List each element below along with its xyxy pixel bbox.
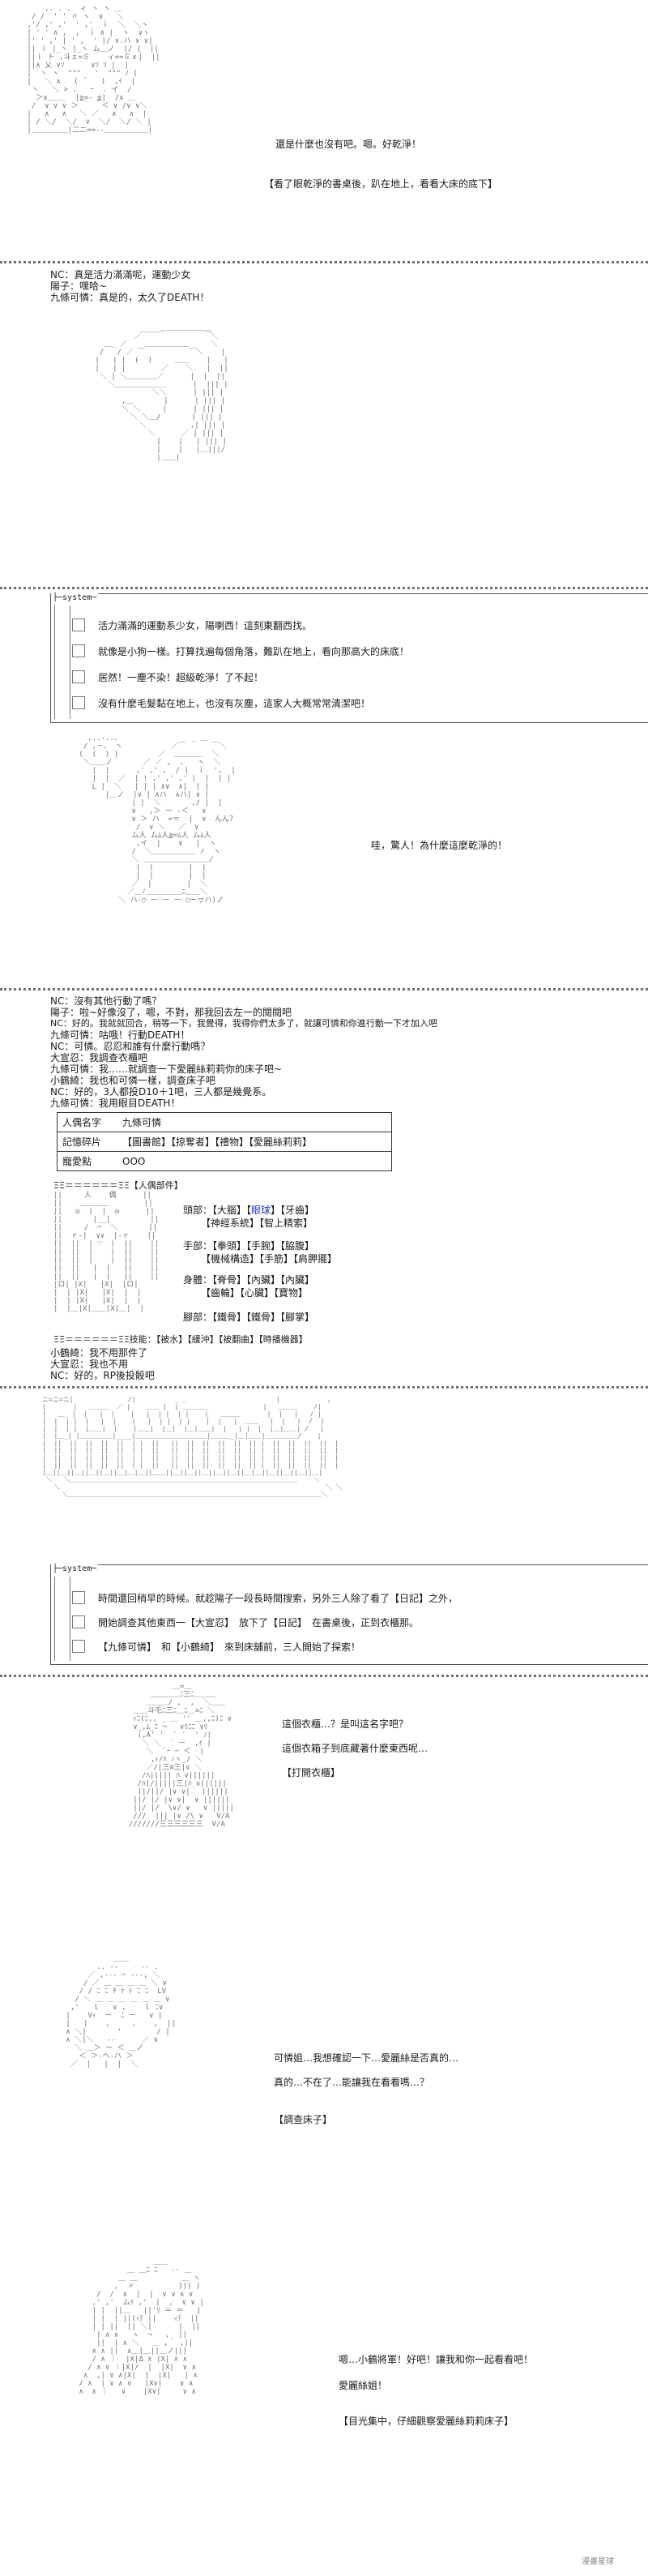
panel5-speech-0: 嗯…小鶴將軍！好吧！讓我和你一起看看吧！ <box>339 2354 534 2365</box>
profile-table: 人偶名字 九條可憐 記憶碎片 【圖書館】【掠奪者】【禮物】【愛麗絲莉莉】 寵愛點… <box>57 1112 392 1171</box>
log3-line-1: 大宣忍：我也不用 <box>50 1359 129 1370</box>
parts-head-blue: 眼球 <box>251 1205 271 1216</box>
watermark: 漫畫星球 <box>582 2557 614 2566</box>
system2-line-1: 開始調查其他東西一【大宣忍】 放下了【日記】 在書桌後，正到衣櫃那。 <box>98 1617 420 1628</box>
system-tab: ├─system─ <box>51 1564 99 1574</box>
system2-line-0: 時間還回稍早的時候。就趁陽子一段長時間搜索，另外三人除了看了【日記】之外， <box>98 1593 458 1604</box>
system1-line-1: 就像是小狗一樣。打算找遍每個角落，難趴在地上，看向那高大的床底！ <box>98 646 410 657</box>
panel5-speech-1: 愛麗絲姐！ <box>339 2380 388 2391</box>
parts-footer: ΞΞ＝＝＝＝＝＝ΞΞ技能：【被水】【緩沖】【被翻曲】【時播機器】 <box>53 1334 308 1345</box>
log1-line-1: 陽子：嘿哈~ <box>50 280 108 292</box>
parts-head2: 【神經系統】【智上精索】 <box>201 1217 313 1229</box>
panel2-speech: 哇，驚人！為什麼這麼乾淨的！ <box>371 840 508 851</box>
log2-line-1: 陽子：啦~好像沒了，嗯，不對，那我回去左一的閱閱吧 <box>50 1007 292 1018</box>
panel3-speech-0: 這個衣櫃…？是叫這名字吧？ <box>282 1718 409 1730</box>
system-box-2: ├─system─ 時間還回稍早的時候。就趁陽子一段長時間搜索，另外三人除了看了… <box>50 1564 648 1665</box>
parts-arms: 手部：【拳頭】【手腕】【脇腹】 <box>183 1240 315 1252</box>
panel1-speech: 還是什麼也沒有吧。嗯。好乾淨！ <box>275 139 422 150</box>
ascii-art-room: ニ=ニ=ニ| /| _ _ | , | | ＿＿＿ ／ | ＿＿ | | ＿＿＿… <box>42 1396 343 1498</box>
panel1-action: 【看了眼乾淨的書桌後，趴在地上，看看大床的底下】 <box>264 178 498 190</box>
log1-line-0: NC：真是活力滿滿呢，運動少女 <box>50 269 191 280</box>
panel3-speech-1: 這個衣箱子到底藏著什麼東西呢… <box>282 1743 428 1754</box>
system-rail <box>54 605 70 719</box>
log2-line-4: NC：可憐。忍忍和誰有什麼行動嗎？ <box>50 1041 211 1052</box>
ascii-art-bed: ＿＿＿＿＿＿＿ ／￣￣￣ ￣＼ ＿_ ／ ＿＿＿＿＿＿ ＼ / / ／ ￣ ￣＼… <box>95 324 228 462</box>
profile-row: 寵愛點 OOO <box>57 1151 392 1171</box>
parts-torso2: 【齒輪】【心臟】【寶物】 <box>201 1287 309 1299</box>
profile-row: 記憶碎片 【圖書館】【掠奪者】【禮物】【愛麗絲莉莉】 <box>57 1132 392 1152</box>
log3-line-2: NC：好的，RP後投骰吧 <box>50 1370 155 1381</box>
log2-line-2: NC：好的。我就就回合，稍等一下，我覺得，我得你們太多了，就讓可憐和你進行動一下… <box>50 1018 437 1029</box>
ascii-art-girl-5: ＿＿ ＿ ＿ﾆ ﾆ ‐- ＿ ＿ ＿ ＿ ヽ , 〃 ))) ) / / ∧ |… <box>79 2258 204 2396</box>
ascii-art-girl-2: ,..-..、 _ ＿ / ,－、 ヽ ／￣ ￣＼ ( ( ) ) ／ ＿＿＿＿… <box>79 734 237 905</box>
ascii-art-girl-4: ＿＿ .. -‐ ‐- . ／ ,--‐ ─ ‐--, ＼ / ／ ＿ ＿ ＿ … <box>66 1955 176 2069</box>
system2-line-2: 【九條可憐】 和【小鶴綺】 來到床舖前，三人開始了探索！ <box>98 1641 361 1653</box>
log2-line-3: 九條可憐：咕哦！行動DEATH！ <box>50 1029 190 1041</box>
ascii-art-doll: || 人 偶 || || ＿＿＿＿ || || ◎ | | ◎ || || |_… <box>53 1192 160 1313</box>
system-bullet <box>72 670 85 683</box>
system-bullet <box>72 1615 85 1628</box>
system-bullet <box>72 1640 85 1653</box>
divider <box>0 988 648 991</box>
log2-line-7: 小鶴綺：我也和可憐一樣，調查床子吧 <box>50 1075 216 1086</box>
panel4-speech-0: 可憐姐…我想確認一下…愛麗絲是否真的… <box>274 2052 459 2064</box>
parts-legs: 腳部：【鐵骨】【鐵骨】【腳掌】 <box>183 1312 315 1323</box>
log2-line-5: 大宣忍：我調查衣櫃吧 <box>50 1052 148 1063</box>
profile-label: 人偶名字 <box>57 1112 117 1132</box>
profile-value: 【圖書館】【掠奪者】【禮物】【愛麗絲莉莉】 <box>117 1132 392 1152</box>
system-bullet <box>72 1591 85 1604</box>
system1-line-0: 活力滿滿的運動系少女，陽喇西！這刻東翻西找。 <box>98 620 313 631</box>
divider <box>0 261 648 263</box>
log2-line-6: 九條可憐：我……就調查一下愛麗絲莉莉你的床子吧~ <box>50 1063 283 1075</box>
profile-label: 記憶碎片 <box>57 1132 117 1152</box>
profile-row: 人偶名字 九條可憐 <box>57 1112 392 1132</box>
log3-line-0: 小鶴綺：我不用那件了 <box>50 1347 148 1359</box>
panel4-action: 【調查床子】 <box>274 2114 333 2125</box>
profile-value: OOO <box>117 1151 392 1171</box>
divider <box>0 587 648 589</box>
system1-line-3: 沒有什麼毛髮黏在地上，也沒有灰塵，這家人大概常常清潔吧！ <box>98 698 371 709</box>
system-rail <box>54 1577 70 1661</box>
parts-header: ΞΞ＝＝＝＝＝＝ΞΞ【人偶部件】 <box>53 1180 183 1191</box>
system-bullet <box>72 644 85 657</box>
parts-arms2: 【機械構造】【手筋】【肩胛擺】 <box>201 1253 338 1264</box>
log2-line-8: NC：好的，3人都投D10＋1吧，三人都是幾覺系。 <box>50 1086 272 1098</box>
system-tab: ├─system─ <box>51 593 99 603</box>
parts-head: 頭部：【大腦】【眼球】【牙齒】 <box>183 1205 315 1216</box>
system-box-1: ├─system─ 活力滿滿的運動系少女，陽喇西！這刻東翻西找。 就像是小狗一樣… <box>50 593 648 723</box>
log1-line-2: 九條可憐：真是的，太久了DEATH！ <box>50 292 210 303</box>
divider <box>0 1675 648 1677</box>
system-bullet <box>72 696 85 709</box>
system-bullet <box>72 618 85 631</box>
ascii-art-girl-1: ,. . . ィ ヽ ヽ ＿ / / ' ' 〃 ヽ ∨ ＼ ,'/ ,' ,'… <box>27 5 160 135</box>
panel3-action: 【打開衣櫃】 <box>282 1767 341 1778</box>
profile-label: 寵愛點 <box>57 1151 117 1171</box>
divider <box>0 1386 648 1389</box>
ascii-art-girl-3: ＿=＿ ＿＿＿＿ﾆ三ﾆ＿＿＿ ＿＿＿/ , , ＼＿＿ ＿＿斗乇ﾆ三ﾆ＿ﾆ＿=ﾆ… <box>128 1683 234 1829</box>
parts-torso: 身體：【脊骨】【內臟】【內臟】 <box>183 1274 315 1286</box>
log2-line-0: NC：沒有其他行動了嗎？ <box>50 995 162 1007</box>
panel4-speech-1: 真的…不在了…能讓我在看看嗎…？ <box>274 2077 430 2088</box>
log2-line-9: 九條可憐：我用眼目DEATH！ <box>50 1098 181 1109</box>
system1-line-2: 居然！一塵不染！超級乾淨！了不起！ <box>98 672 264 683</box>
profile-value: 九條可憐 <box>117 1112 392 1132</box>
panel5-action: 【目光集中，仔細觀察愛麗絲莉莉床子】 <box>339 2416 514 2427</box>
